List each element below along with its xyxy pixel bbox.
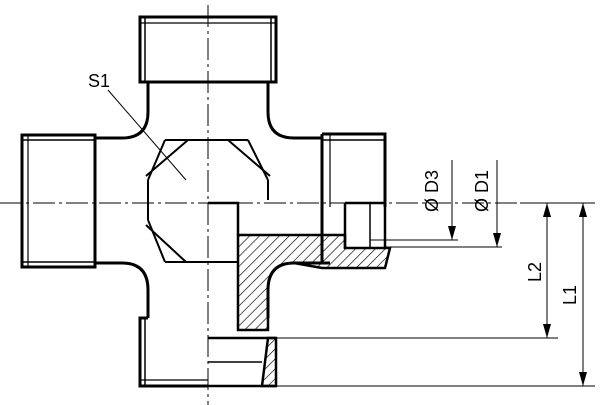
internal-bore-lines — [145, 139, 271, 263]
section-cut — [208, 201, 392, 388]
label-l2: L2 — [525, 262, 545, 282]
label-s1: S1 — [88, 71, 110, 91]
top-port-thread — [138, 15, 278, 84]
center-lines — [0, 5, 520, 405]
left-port-thread — [20, 133, 97, 269]
label-d1: Ø D1 — [472, 170, 492, 212]
dimension-arrows — [448, 203, 587, 386]
bottom-port-thread — [138, 316, 208, 388]
dimension-lines — [107, 89, 595, 387]
label-l1: L1 — [560, 285, 580, 305]
label-d3: Ø D3 — [422, 170, 442, 212]
